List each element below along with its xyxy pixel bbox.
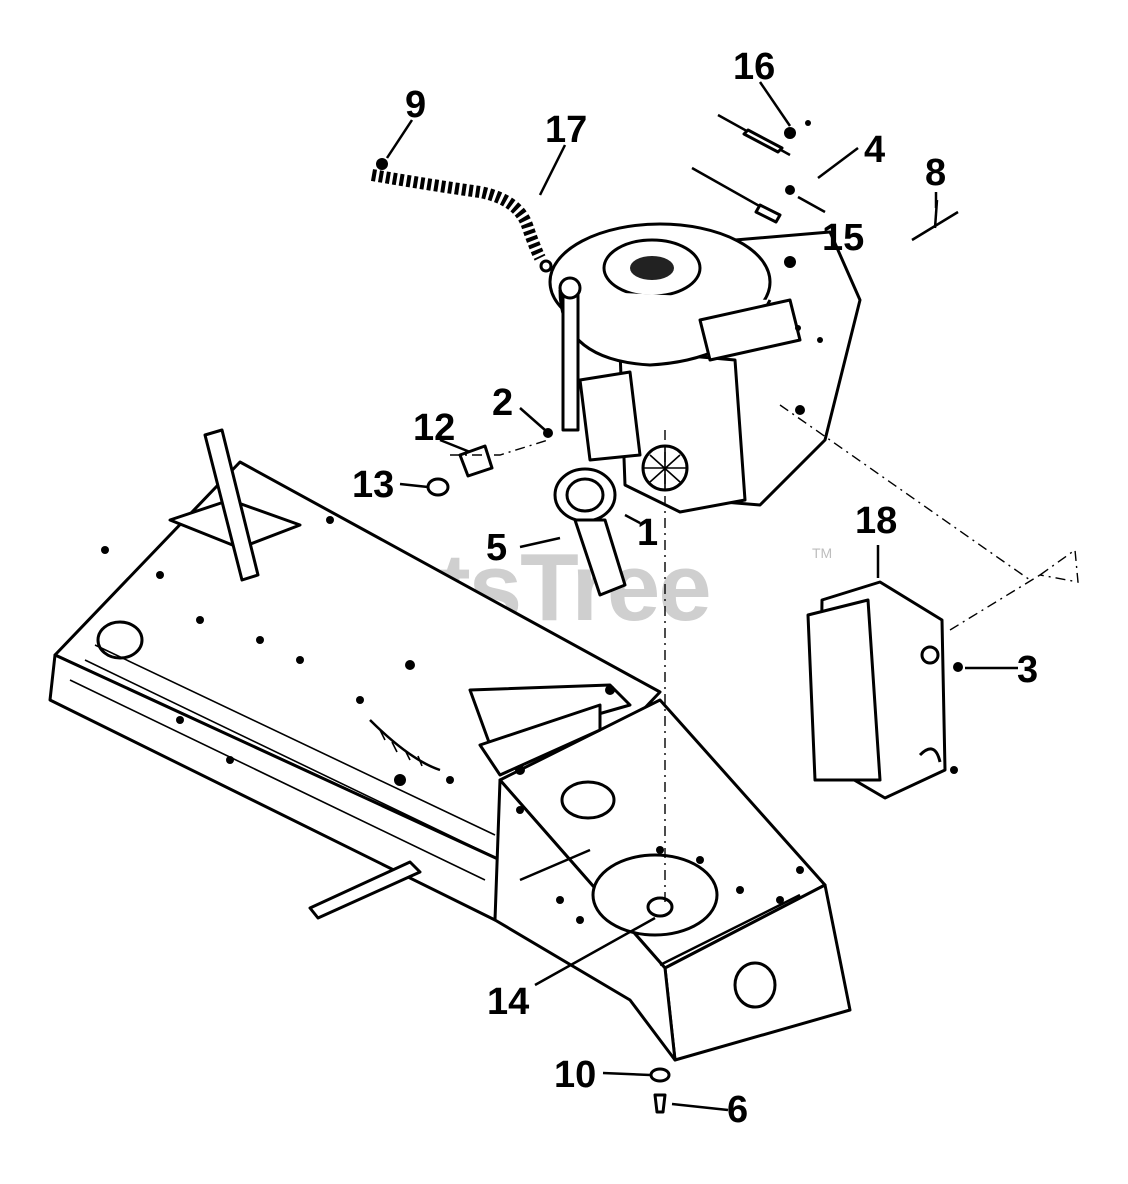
chassis-frame (48, 428, 852, 1062)
callout-3: 3 (1017, 649, 1038, 691)
callout-2: 2 (492, 382, 513, 424)
pulley (553, 467, 627, 597)
engine (548, 222, 862, 514)
callout-18: 18 (855, 500, 897, 542)
callout-16: 16 (733, 46, 775, 88)
leader-lines (385, 81, 1018, 1112)
callout-12: 12 (413, 407, 455, 449)
alignment-lines (450, 404, 1079, 905)
callout-1: 1 (637, 512, 658, 554)
callout-5: 5 (486, 527, 507, 569)
callout-10: 10 (554, 1054, 596, 1096)
hardware (426, 428, 963, 1114)
callout-17: 17 (545, 109, 587, 151)
callout-9: 9 (405, 84, 426, 126)
callout-4: 4 (864, 129, 885, 171)
muffler (806, 580, 947, 800)
watermark-trademark: TM (812, 545, 832, 561)
throttle-cable (370, 158, 553, 273)
frame-bolt-holes (101, 516, 804, 924)
callout-6: 6 (727, 1089, 748, 1131)
callout-8: 8 (925, 152, 946, 194)
callout-13: 13 (352, 464, 394, 506)
control-cables (691, 113, 959, 242)
callout-14: 14 (487, 981, 529, 1023)
callout-15: 15 (822, 217, 864, 259)
callout-labels: 1 2 3 4 5 6 8 9 10 12 13 14 15 16 17 18 (352, 46, 1038, 1131)
